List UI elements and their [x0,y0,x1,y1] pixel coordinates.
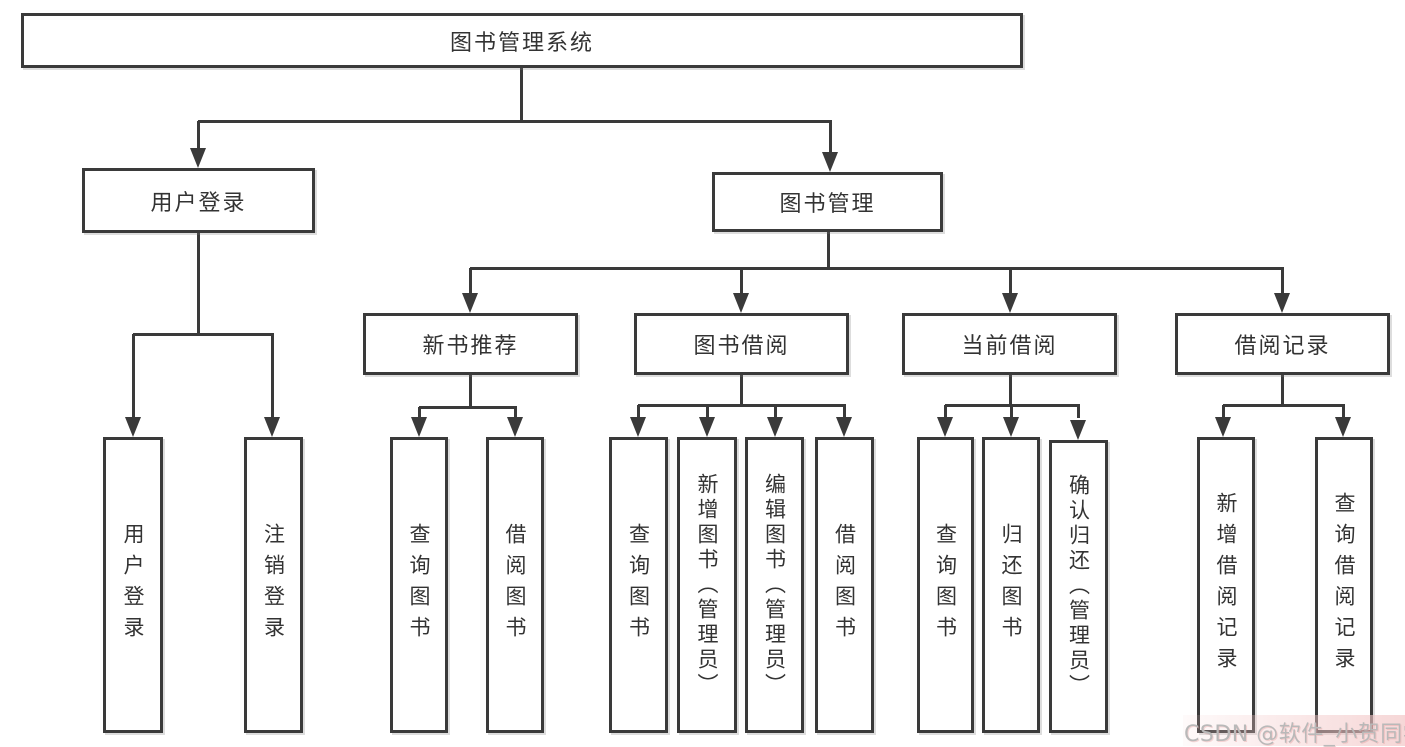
node-book-manage-label: 图书管理 [779,192,876,217]
connector-line [1009,405,1013,418]
arrowhead-icon [836,417,852,437]
arrowhead-icon [411,417,427,437]
leaf-borrow-add-book-admin: 新增图书（管理员） [677,437,737,733]
leaf-user-login-label: 用户登录 [121,523,145,647]
node-book-manage: 图书管理 [712,172,943,232]
connector-line [131,334,135,420]
connector-line [1221,405,1225,418]
connector-line [133,332,274,336]
arrowhead-icon [1002,293,1018,313]
connector-line [739,268,743,295]
arrowhead-icon [1274,293,1290,313]
leaf-current-query-book: 查询图书 [917,437,974,733]
leaf-records-add-record: 新增借阅记录 [1197,437,1255,733]
node-root-label: 图书管理系统 [449,30,594,56]
node-user-login: 用户登录 [82,168,315,233]
leaf-borrow-borrow-book: 借阅图书 [815,437,874,733]
leaf-recommend-query-book: 查询图书 [390,437,448,733]
arrowhead-icon [507,417,523,437]
leaf-current-return-book: 归还图书 [982,437,1040,733]
leaf-recommend-query-book-label: 查询图书 [407,523,431,647]
leaf-borrow-edit-book-admin: 编辑图书（管理员） [745,437,804,733]
leaf-records-query-record-label: 查询借阅记录 [1332,492,1356,678]
connector-line [638,403,846,407]
connector-line [1008,268,1012,295]
leaf-borrow-add-book-admin-label: 新增图书（管理员） [695,472,719,698]
arrowhead-icon [190,148,206,168]
leaf-logout: 注销登录 [244,437,303,733]
node-borrow-records-label: 借阅记录 [1234,334,1331,359]
node-new-book-recommend: 新书推荐 [363,313,578,375]
leaf-records-query-record: 查询借阅记录 [1315,437,1373,733]
connector-line [773,405,777,418]
leaf-logout-label: 注销登录 [261,523,286,647]
arrowhead-icon [630,417,646,437]
node-current-borrow: 当前借阅 [902,313,1117,375]
arrowhead-icon [767,417,783,437]
leaf-records-add-record-label: 新增借阅记录 [1214,492,1238,678]
leaf-recommend-borrow-book-label: 借阅图书 [503,523,527,647]
connector-line [1008,375,1012,406]
leaf-recommend-borrow-book: 借阅图书 [486,437,544,733]
arrowhead-icon [264,417,280,437]
connector-line [1341,405,1345,418]
arrowhead-icon [699,417,715,437]
leaf-current-return-book-label: 归还图书 [999,523,1023,647]
connector-line [828,121,832,155]
arrowhead-icon [1070,420,1086,440]
connector-line [826,232,830,270]
arrowhead-icon [1003,417,1019,437]
arrowhead-icon [937,417,953,437]
leaf-borrow-query-book-label: 查询图书 [626,523,651,647]
node-user-login-label: 用户登录 [150,190,247,216]
node-current-borrow-label: 当前借阅 [961,334,1058,359]
node-borrow-records: 借阅记录 [1175,313,1390,375]
watermark: CSDN @软件_小贺同学 [1184,722,1405,747]
connector-line [842,405,846,418]
connector-line [513,407,517,418]
connector-line [1280,375,1284,406]
leaf-current-confirm-return-admin: 确认归还（管理员） [1049,440,1108,733]
connector-line [196,121,200,152]
connector-line [468,268,472,295]
connector-line [198,119,832,123]
connector-line [945,403,1080,407]
connector-line [636,405,640,418]
connector-line [739,375,743,406]
leaf-borrow-query-book: 查询图书 [609,437,668,733]
leaf-current-query-book-label: 查询图书 [933,523,958,647]
connector-line [1223,403,1345,407]
watermark-tint [1183,715,1405,746]
connector-line [419,405,517,409]
arrowhead-icon [125,417,141,437]
leaf-borrow-edit-book-admin-label: 编辑图书（管理员） [762,472,787,698]
connector-line [468,375,472,408]
connector-line [1280,268,1284,295]
connector-line [196,232,200,336]
connector-line [1076,405,1080,418]
node-root: 图书管理系统 [21,13,1023,68]
arrowhead-icon [822,152,838,172]
connector-line [705,405,709,418]
connector-line [417,407,421,418]
connector-line [270,334,274,420]
arrowhead-icon [733,293,749,313]
connector-line [519,68,523,123]
node-book-borrow-label: 图书借阅 [693,334,790,359]
arrowhead-icon [1335,417,1351,437]
leaf-current-confirm-return-admin-label: 确认归还（管理员） [1066,474,1091,699]
connector-line [470,266,1284,270]
connector-line [943,405,947,418]
node-new-book-recommend-label: 新书推荐 [422,334,519,359]
arrowhead-icon [1215,417,1231,437]
node-book-borrow: 图书借阅 [634,313,849,375]
arrowhead-icon [462,293,478,313]
leaf-borrow-borrow-book-label: 借阅图书 [832,523,857,647]
leaf-user-login: 用户登录 [103,437,163,733]
